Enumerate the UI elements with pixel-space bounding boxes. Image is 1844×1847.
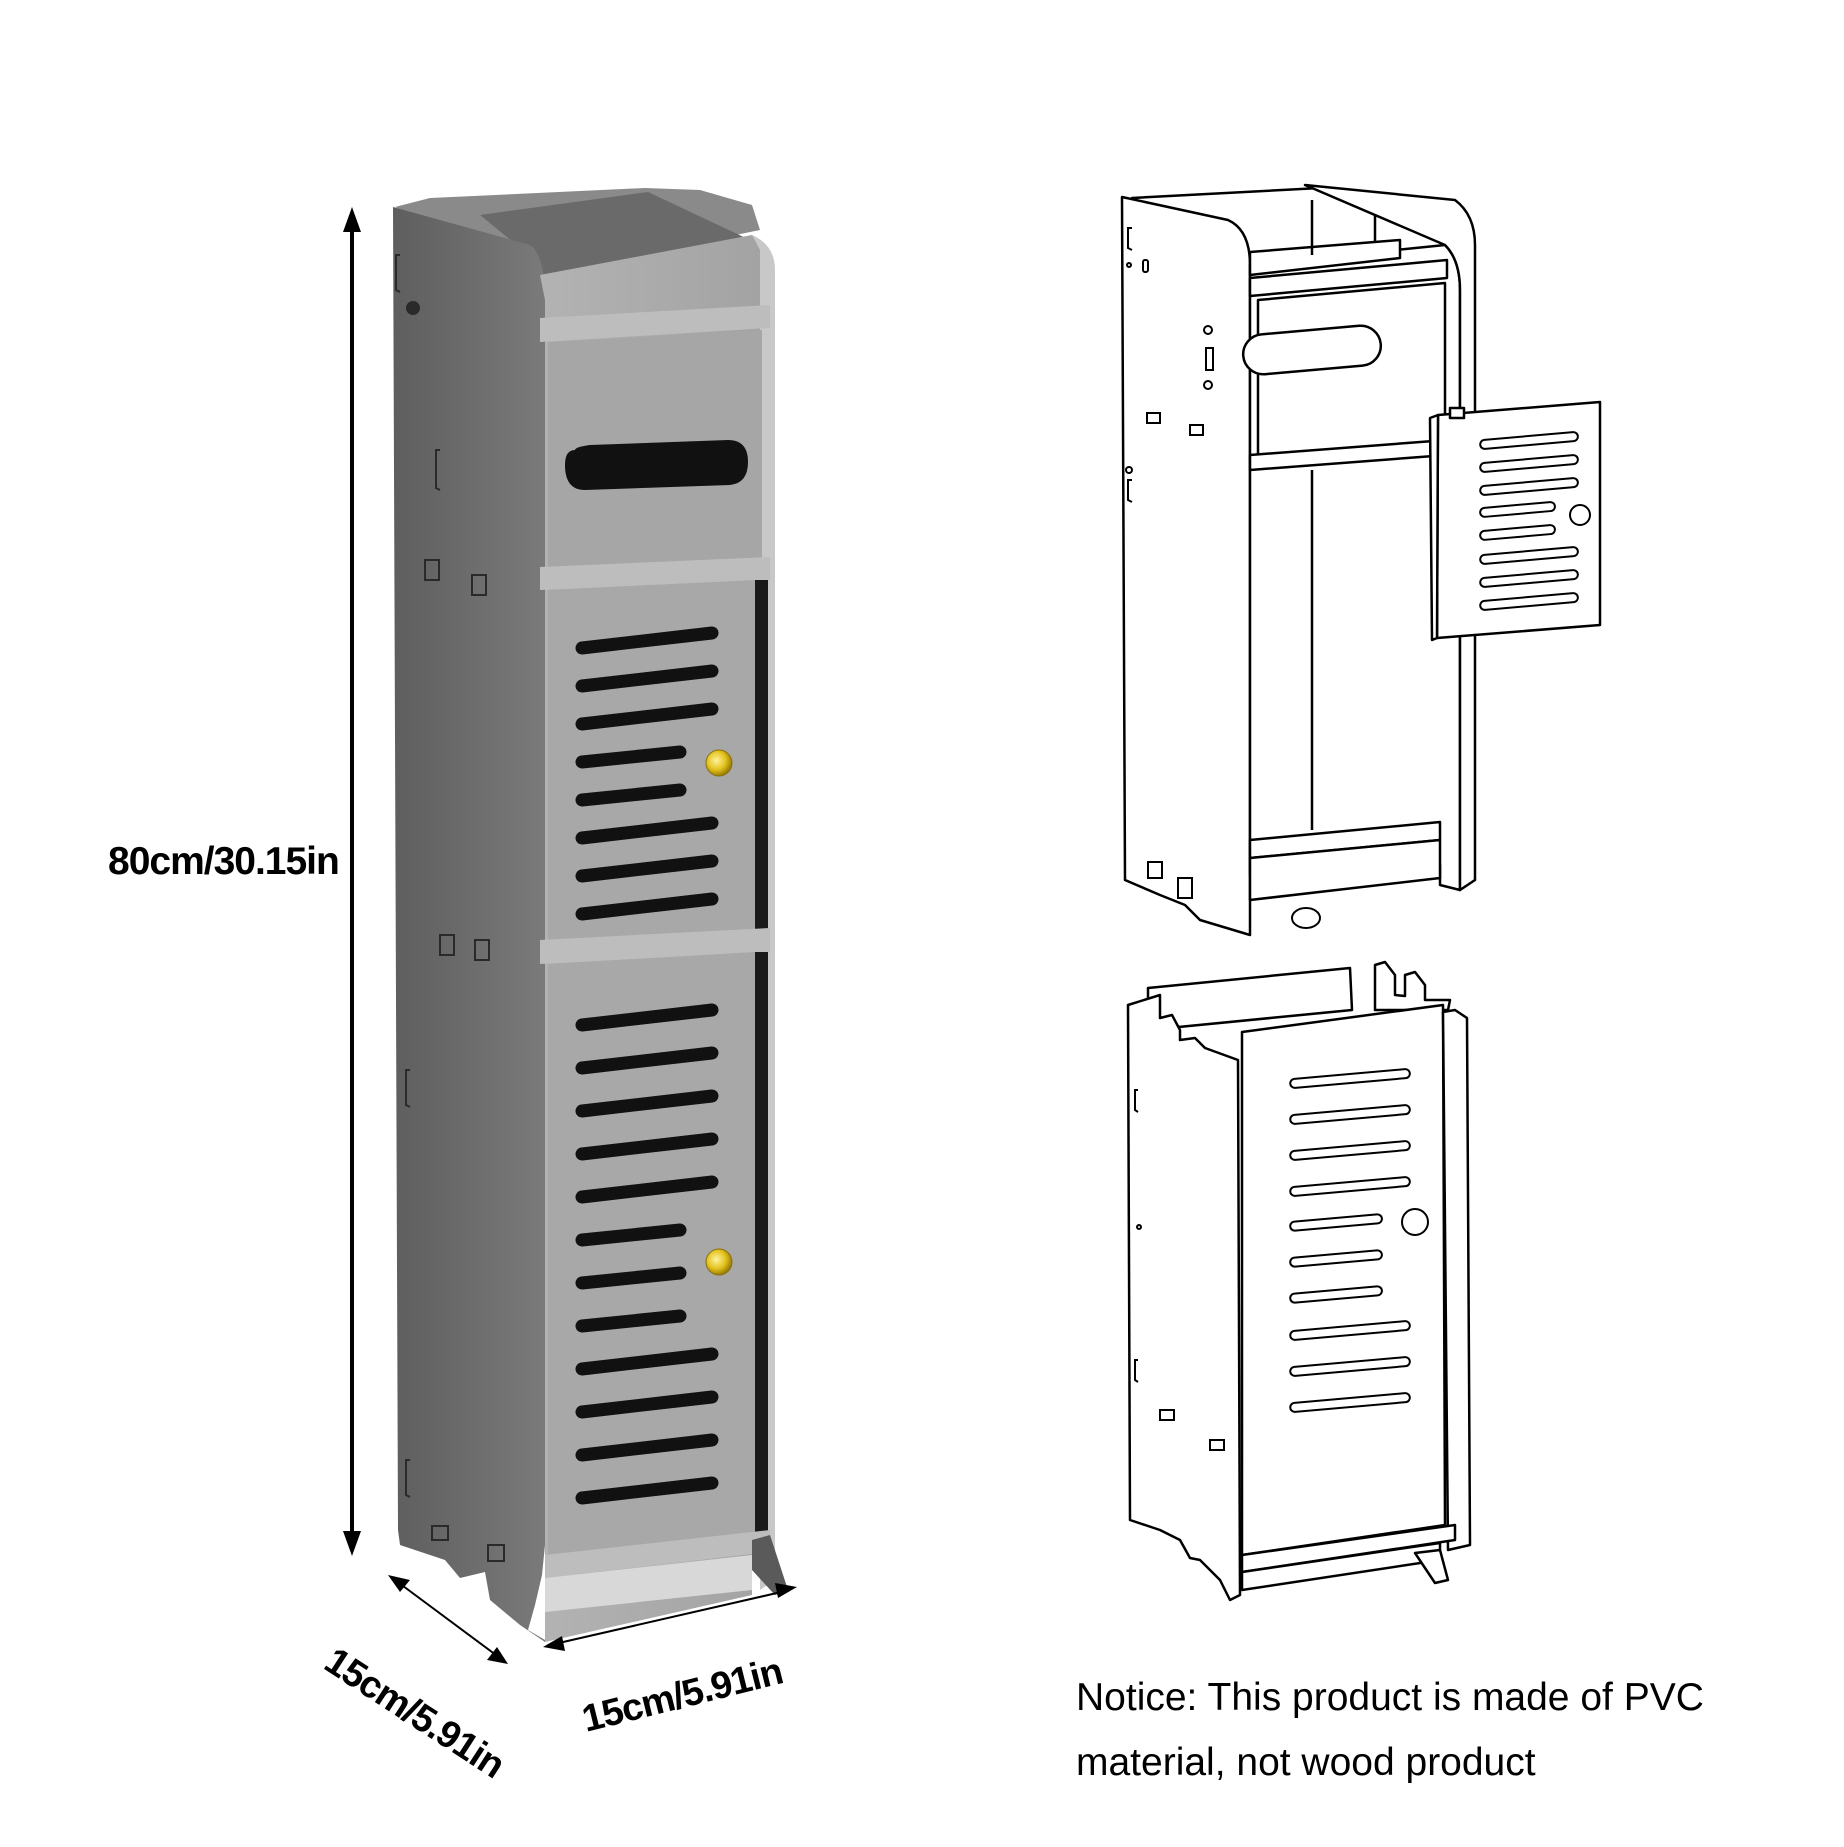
line-art-bottom-unit-slots bbox=[1134, 1068, 1429, 1451]
upper-door-slots bbox=[575, 626, 719, 921]
width-dimension-arrow bbox=[543, 1583, 797, 1651]
upper-door-knob bbox=[705, 749, 733, 777]
line-art-top-unit-holes bbox=[1125, 227, 1321, 929]
height-dimension-label: 80cm/30.15in bbox=[108, 840, 340, 883]
height-dimension-arrow bbox=[343, 207, 361, 1556]
line-art-bottom-unit bbox=[1126, 960, 1472, 1602]
notice-line-1: Notice: This product is made of PVC bbox=[1076, 1676, 1704, 1719]
lower-door-slots bbox=[575, 1003, 719, 1505]
depth-dimension-arrow bbox=[388, 1575, 508, 1664]
notice-line-2: material, not wood product bbox=[1076, 1741, 1536, 1784]
line-art-top-unit bbox=[1120, 183, 1477, 937]
line-art-detached-door bbox=[1428, 400, 1602, 642]
line-art-detached-door-slots bbox=[1479, 431, 1591, 611]
lower-door-knob bbox=[705, 1248, 733, 1276]
